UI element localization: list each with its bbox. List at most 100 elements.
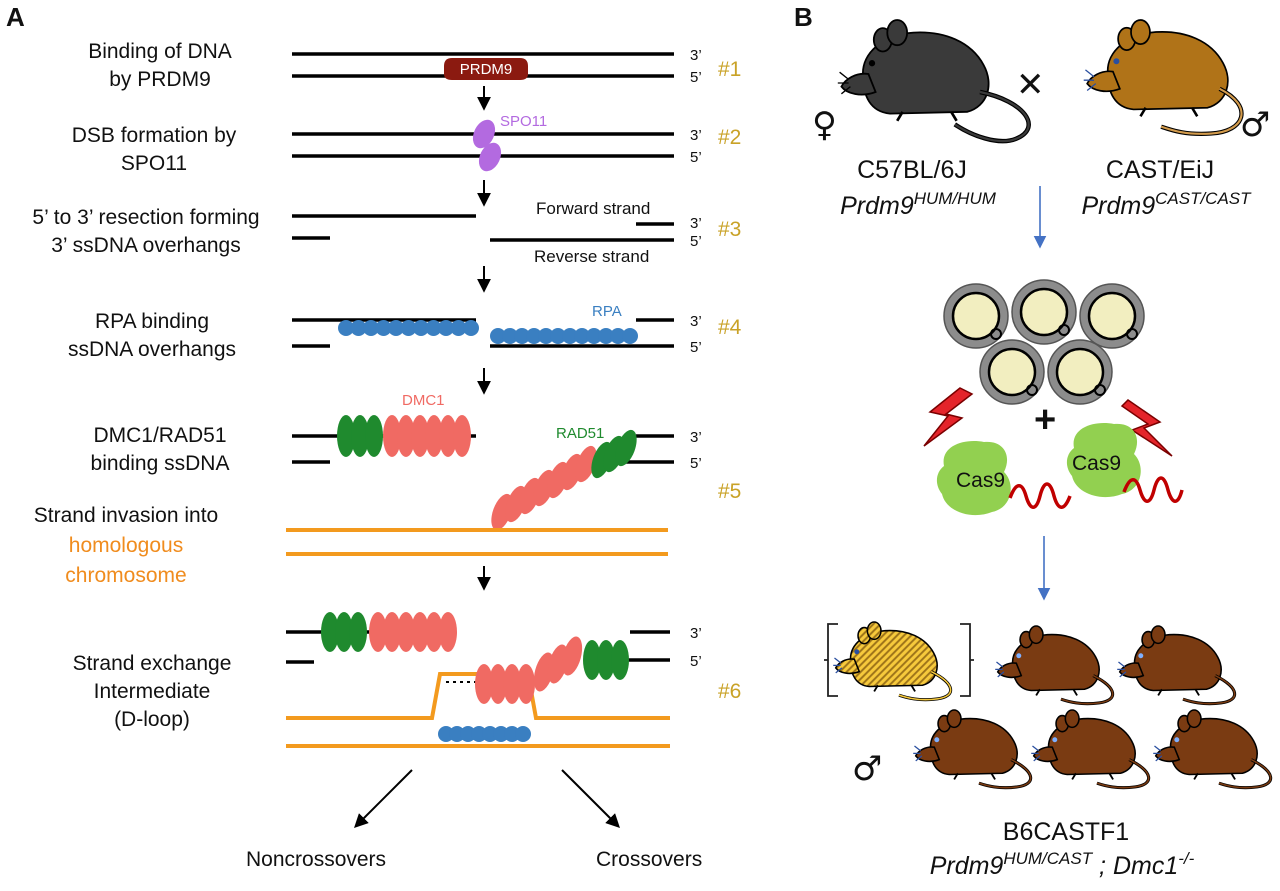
genotype-allele-2: -/- bbox=[1178, 849, 1194, 868]
rpa-protein bbox=[338, 320, 354, 336]
dmc1-label: DMC1 bbox=[402, 392, 445, 409]
dmc1-protein bbox=[561, 636, 583, 676]
reverse-strand-label: Reverse strand bbox=[534, 247, 649, 266]
end-3-prime: 3’ bbox=[690, 625, 702, 642]
genotype-separator: ; bbox=[1092, 852, 1113, 880]
c57bl6j-genotype: Prdm9HUM/HUM bbox=[840, 189, 997, 220]
rad51-protein bbox=[351, 415, 369, 457]
f1-mouse bbox=[1153, 709, 1273, 790]
cas9-protein bbox=[936, 441, 1011, 516]
step-3-label-line-1: 5’ to 3’ resection forming bbox=[32, 206, 259, 229]
zygote-cell bbox=[1019, 287, 1069, 337]
rad51-protein bbox=[615, 429, 637, 467]
f1-mouse bbox=[913, 709, 1033, 790]
prdm9-label: PRDM9 bbox=[460, 61, 513, 78]
spo11-label: SPO11 bbox=[500, 113, 547, 130]
dmc1-protein bbox=[411, 612, 429, 652]
cast-label: CAST/EiJ bbox=[1106, 156, 1214, 184]
panel-b-label: B bbox=[794, 2, 813, 32]
dmc1-protein bbox=[397, 415, 415, 457]
invading-filament bbox=[491, 429, 637, 531]
plus-sign: + bbox=[1034, 399, 1056, 441]
polar-body bbox=[990, 328, 1002, 340]
rpa-protein bbox=[562, 328, 578, 344]
rpa-protein bbox=[515, 726, 531, 742]
cross-symbol: ✕ bbox=[1016, 65, 1045, 105]
rpa-protein bbox=[538, 328, 554, 344]
step-5: DMC1/RAD51 binding ssDNA DMC1 RAD51 3’ 5… bbox=[34, 392, 741, 591]
genotype-gene: Prdm9 bbox=[930, 852, 1004, 880]
step-6-label-line-3: (D-loop) bbox=[114, 708, 190, 731]
dmc1-protein bbox=[369, 612, 387, 652]
step-5-number: #5 bbox=[718, 480, 741, 503]
panel-a: A Binding of DNA by PRDM9 PRDM9 3’ 5’ #1… bbox=[6, 2, 742, 871]
dmc1-protein bbox=[425, 415, 443, 457]
rpa-protein bbox=[514, 328, 530, 344]
dmc1-protein bbox=[575, 445, 597, 483]
dmc1-protein bbox=[439, 612, 457, 652]
rad51-protein bbox=[349, 612, 367, 652]
f1-mouse bbox=[995, 625, 1115, 706]
step-6-number: #6 bbox=[718, 680, 741, 703]
rpa-protein bbox=[400, 320, 417, 336]
outcomes: Noncrossovers Crossovers bbox=[246, 769, 702, 871]
end-3-prime: 3’ bbox=[690, 47, 702, 64]
dmc1-protein bbox=[517, 664, 535, 704]
rpa-protein bbox=[350, 320, 367, 336]
genotype-gene: Prdm9 bbox=[840, 192, 914, 220]
dmc1-protein bbox=[503, 664, 521, 704]
rpa-protein bbox=[610, 328, 626, 344]
guide-rna-icon bbox=[1122, 476, 1184, 503]
step-1-label-line-2: by PRDM9 bbox=[109, 68, 211, 91]
end-5-prime: 5’ bbox=[690, 69, 702, 86]
male-symbol: ♂ bbox=[1240, 105, 1270, 145]
step-2-label-line-1: DSB formation by bbox=[72, 124, 237, 147]
end-5-prime: 5’ bbox=[690, 455, 702, 472]
dmc1-protein bbox=[425, 612, 443, 652]
zygotes bbox=[943, 279, 1145, 405]
offspring: ♂ bbox=[824, 621, 1273, 790]
rpa-protein bbox=[502, 328, 518, 344]
step-5-label-line-2: binding ssDNA bbox=[91, 452, 230, 475]
cast-genotype: Prdm9CAST/CAST bbox=[1081, 189, 1252, 220]
end-5-prime: 5’ bbox=[690, 653, 702, 670]
rad51-label: RAD51 bbox=[556, 425, 604, 442]
zygote-cell bbox=[987, 347, 1037, 397]
dmc1-protein bbox=[547, 644, 569, 684]
dmc1-protein bbox=[453, 415, 471, 457]
polar-body bbox=[1094, 384, 1106, 396]
f1-mice bbox=[913, 625, 1273, 790]
end-5-prime: 5’ bbox=[690, 339, 702, 356]
rpa-protein bbox=[598, 328, 614, 344]
end-3-prime: 3’ bbox=[690, 429, 702, 446]
step-1: Binding of DNA by PRDM9 PRDM9 3’ 5’ #1 bbox=[88, 40, 741, 111]
cas9-complex: Cas9 bbox=[936, 441, 1072, 516]
rpa-protein bbox=[493, 726, 509, 742]
rpa-protein bbox=[490, 328, 506, 344]
end-5-prime: 5’ bbox=[690, 233, 702, 250]
dmc1-filament bbox=[337, 415, 471, 457]
rad51-protein bbox=[611, 640, 629, 680]
rad51-protein bbox=[335, 612, 353, 652]
rad51-protein bbox=[321, 612, 339, 652]
rpa-protein bbox=[504, 726, 520, 742]
rpa-protein bbox=[438, 726, 454, 742]
step-3-label-line-2: 3’ ssDNA overhangs bbox=[51, 234, 240, 257]
rpa-protein bbox=[622, 328, 638, 344]
dmc1-filament bbox=[321, 612, 457, 652]
step-2-label-line-2: SPO11 bbox=[121, 152, 187, 175]
rpa-protein bbox=[449, 726, 465, 742]
dmc1-protein bbox=[383, 415, 401, 457]
rad51-protein bbox=[365, 415, 383, 457]
polar-body bbox=[1058, 324, 1070, 336]
step-invasion-label-line-1: Strand invasion into bbox=[34, 504, 218, 527]
knockout-mouse bbox=[833, 621, 953, 702]
step-4: RPA binding ssDNA overhangs RPA 3’ 5’ #4 bbox=[68, 303, 742, 395]
rpa-protein bbox=[460, 726, 476, 742]
panel-b: B ♀ ✕ ♂ C57BL/6J Prdm9HUM/HUM CAST/EiJ P… bbox=[794, 2, 1273, 880]
zygote-cell bbox=[1055, 347, 1105, 397]
rpa-protein bbox=[471, 726, 487, 742]
dmc1-protein bbox=[475, 664, 493, 704]
rpa-protein bbox=[586, 328, 602, 344]
